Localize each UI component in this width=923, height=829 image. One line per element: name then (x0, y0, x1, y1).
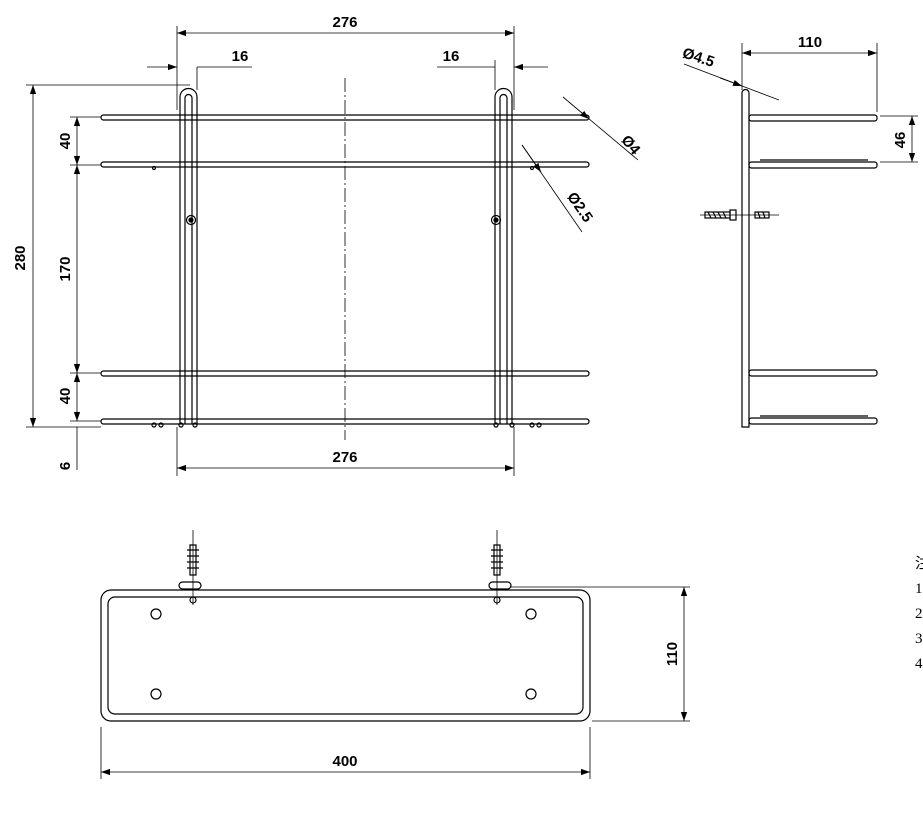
dim-gap-40-top: 40 (57, 133, 74, 150)
side-view-dim-labels: 110 46 Ø4.5 (680, 34, 909, 148)
top-hole-1 (150, 608, 162, 620)
front-view-dimensions (26, 26, 639, 476)
front-view (100, 78, 590, 440)
dim-side-depth-110: 110 (798, 34, 822, 51)
dim-wire-diameter: Ø2.5 (563, 189, 596, 225)
front-view-dim-labels: 276 16 16 276 280 40 170 40 6 Ø4 Ø2.5 (12, 14, 644, 470)
dim-left-16: 16 (232, 48, 249, 65)
top-hole-3 (150, 688, 162, 700)
dim-top-length-400: 400 (332, 753, 357, 770)
dim-right-16: 16 (443, 48, 460, 65)
dim-top-276: 276 (332, 14, 357, 31)
top-right-anchor (488, 530, 512, 605)
dim-side-height-46: 46 (892, 132, 909, 149)
dim-hook-diameter: Ø4.5 (680, 45, 716, 71)
top-view-dim-labels: 400 110 (332, 642, 681, 770)
note-item-1: 1 (915, 581, 923, 597)
side-view-dimensions (683, 43, 918, 163)
dim-base-6: 6 (57, 462, 74, 470)
notes-block: 注 1 2 3 4 (915, 555, 923, 672)
dim-gap-170: 170 (57, 256, 74, 281)
top-view-dimensions (100, 586, 690, 779)
side-wall-anchor (700, 209, 779, 221)
dim-rail-diameter: Ø4 (618, 132, 644, 159)
dim-top-depth-110: 110 (664, 642, 681, 666)
right-hanging-rod (490, 87, 513, 424)
note-heading: 注 (915, 555, 923, 572)
top-view (100, 530, 591, 722)
side-view (700, 88, 878, 428)
dim-gap-40-bottom: 40 (57, 388, 74, 405)
top-hole-4 (525, 688, 537, 700)
note-item-2: 2 (915, 606, 923, 622)
left-hanging-rod (179, 87, 198, 424)
front-clips (151, 165, 542, 428)
dim-bottom-276: 276 (332, 449, 357, 466)
note-item-4: 4 (915, 656, 923, 672)
top-left-anchor (178, 530, 202, 605)
dim-height-280: 280 (12, 245, 29, 270)
top-hole-2 (525, 608, 537, 620)
note-item-3: 3 (915, 631, 923, 647)
